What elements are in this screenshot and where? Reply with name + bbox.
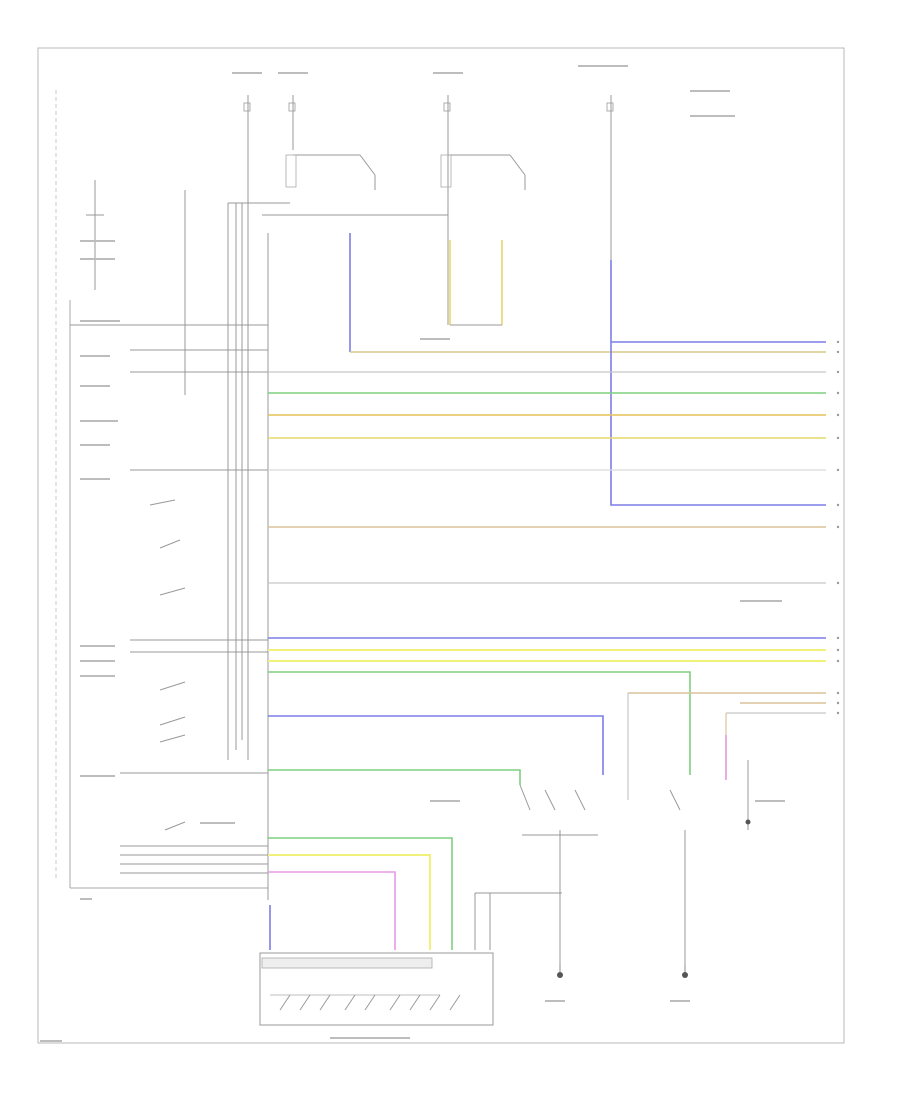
fuse-column-3 (443, 95, 451, 325)
right-drops (474, 760, 749, 975)
relay-1 (285, 154, 376, 190)
left-switch-group (149, 499, 186, 831)
wire-runs (268, 233, 826, 950)
wire-yellow-4 (268, 854, 431, 950)
ground-2 (682, 965, 688, 978)
connector-block (259, 952, 494, 1026)
wire-blue-5 (268, 715, 604, 775)
fuse-column-1 (243, 95, 251, 760)
wire-blue-2 (610, 260, 826, 506)
ground-1 (557, 965, 563, 978)
fuse-column-4 (606, 95, 614, 260)
label-marks (40, 65, 785, 1042)
wire-green-3 (268, 769, 521, 785)
bottom-switches (519, 784, 681, 836)
right-terminals (836, 340, 840, 715)
diagram-frame (37, 47, 845, 1044)
ground-3 (745, 819, 751, 825)
wire-pink-1 (268, 871, 396, 950)
fuse-column-2 (288, 95, 296, 150)
wire-green-4 (268, 837, 453, 950)
relay-2 (440, 154, 526, 190)
wire-green-2 (268, 671, 691, 775)
